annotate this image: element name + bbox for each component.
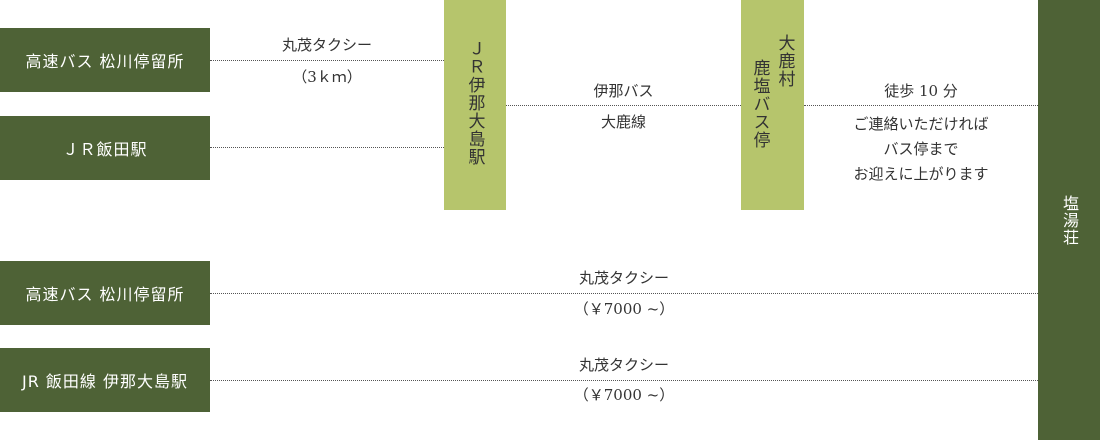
origin-ina-oshima-station: JR 飯田線 伊那大島駅 [0,348,210,412]
origin-label: 高速バス 松川停留所 [25,52,185,71]
route-line-taxi-2 [210,293,1038,294]
origin-matsukawa-bus-stop-2: 高速バス 松川停留所 [0,261,210,325]
destination-shioyuso: 塩湯荘 [1038,0,1100,440]
route-label-taxi-3: 丸茂タクシー [578,356,669,374]
stop-jr-ina-oshima-station: ＪＲ伊那大島駅 [444,0,506,210]
note-line: バス停まで [883,140,959,158]
destination-label: 塩湯荘 [1060,194,1079,246]
origin-label: ＪＲ飯田駅 [62,140,148,159]
route-note-walk: ご連絡いただければ バス停まで お迎えに上がります [804,112,1038,187]
route-line-taxi-1 [210,60,444,61]
route-label-bus: 伊那バス [593,82,654,100]
origin-label: JR 飯田線 伊那大島駅 [21,372,188,391]
route-label-taxi-1: 丸茂タクシー [281,36,372,54]
route-sub-taxi-1: （3ｋｍ） [292,68,362,86]
origin-matsukawa-bus-stop: 高速バス 松川停留所 [0,28,210,92]
route-label-taxi-2: 丸茂タクシー [578,269,669,287]
route-line-taxi-3 [210,380,1038,381]
route-sub-bus: 大鹿線 [600,113,646,131]
route-sub-taxi-3: （￥7000 ~） [573,386,675,404]
route-line-bus [506,105,741,106]
route-line-walk [804,105,1038,106]
stop-shiojio-bus-stop: 大鹿村 鹿塩バス停 [741,0,804,210]
route-label-walk: 徒歩 10 分 [884,82,958,100]
note-line: お迎えに上がります [853,165,989,183]
stop-label-bus-stop: 鹿塩バス停 [749,59,770,149]
route-line-iida [210,147,444,148]
origin-label: 高速バス 松川停留所 [25,285,185,304]
origin-iida-station: ＪＲ飯田駅 [0,116,210,180]
route-sub-taxi-2: （￥7000 ~） [573,300,675,318]
note-line: ご連絡いただければ [853,115,989,133]
stop-label: ＪＲ伊那大島駅 [464,40,485,166]
stop-label-village: 大鹿村 [774,34,795,88]
